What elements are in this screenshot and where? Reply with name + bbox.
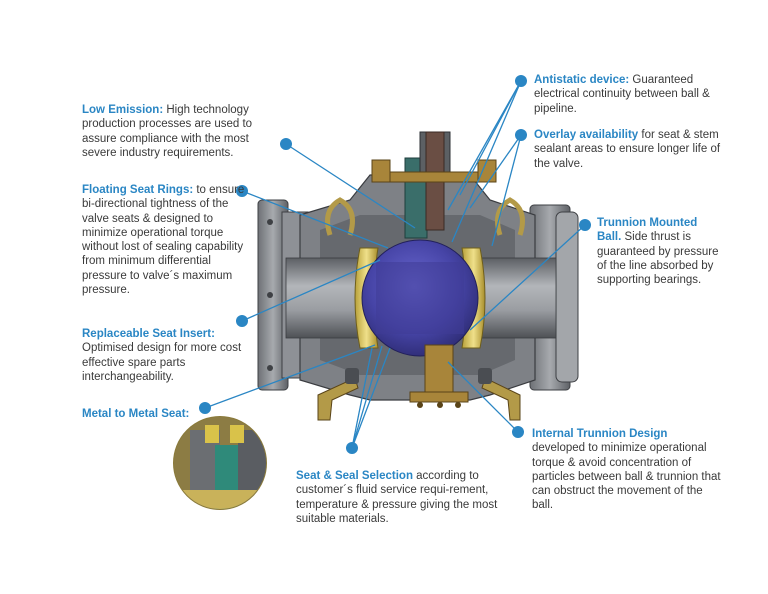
callout-dots <box>199 75 591 454</box>
callout-body: Guaranteed electrical continuity between… <box>534 74 710 115</box>
callout-seat-seal: Seat & Seal Selection according to custo… <box>296 469 502 526</box>
callout-title: Antistatic device: <box>534 74 630 86</box>
leader-lines <box>204 80 586 449</box>
callout-body: to ensure bi-directional tightness of th… <box>82 184 245 297</box>
callout-body: according to customer´s fluid service re… <box>296 470 498 525</box>
callout-title: Overlay availability <box>534 129 639 141</box>
callout-body: High technology production processes are… <box>82 104 253 159</box>
callout-title: Internal Trunnion Design <box>532 428 668 440</box>
callout-antistatic: Antistatic device: Guaranteed electrical… <box>534 73 738 116</box>
callout-title: Floating Seat Rings: <box>82 184 194 196</box>
lifting-lugs <box>325 197 525 236</box>
callout-body: for seat & stem sealant areas to ensure … <box>534 129 721 170</box>
callout-internal-trunnion: Internal Trunnion Design developed to mi… <box>532 427 722 513</box>
callout-title: Replaceable Seat Insert: <box>82 328 215 340</box>
callout-title: Seat & Seal Selection <box>296 470 413 482</box>
callout-title: Low Emission: <box>82 104 164 116</box>
callout-title: Trunnion Mounted Ball. <box>597 217 698 244</box>
bottom-trunnion <box>409 344 469 408</box>
callout-overlay: Overlay availability for seat & stem sea… <box>534 128 724 171</box>
callout-metal-seat: Metal to Metal Seat: <box>82 407 212 421</box>
callout-floating-seat: Floating Seat Rings: to ensure bi-direct… <box>82 183 258 297</box>
callout-body: developed to minimize operational torque… <box>532 442 721 512</box>
stem <box>371 131 497 239</box>
ball <box>361 239 479 357</box>
callout-body: Optimised design for more cost effective… <box>82 342 242 383</box>
callout-trunnion-ball: Trunnion Mounted Ball. Side thrust is gu… <box>597 216 723 287</box>
metal-seat-zoom <box>173 416 267 510</box>
support-feet <box>317 368 521 421</box>
callout-body: Side thrust is guaranteed by pressure of… <box>597 231 719 287</box>
callout-replaceable-seat: Replaceable Seat Insert: Optimised desig… <box>82 327 252 384</box>
callout-low-emission: Low Emission: High technology production… <box>82 103 282 160</box>
callout-title: Metal to Metal Seat: <box>82 408 190 420</box>
